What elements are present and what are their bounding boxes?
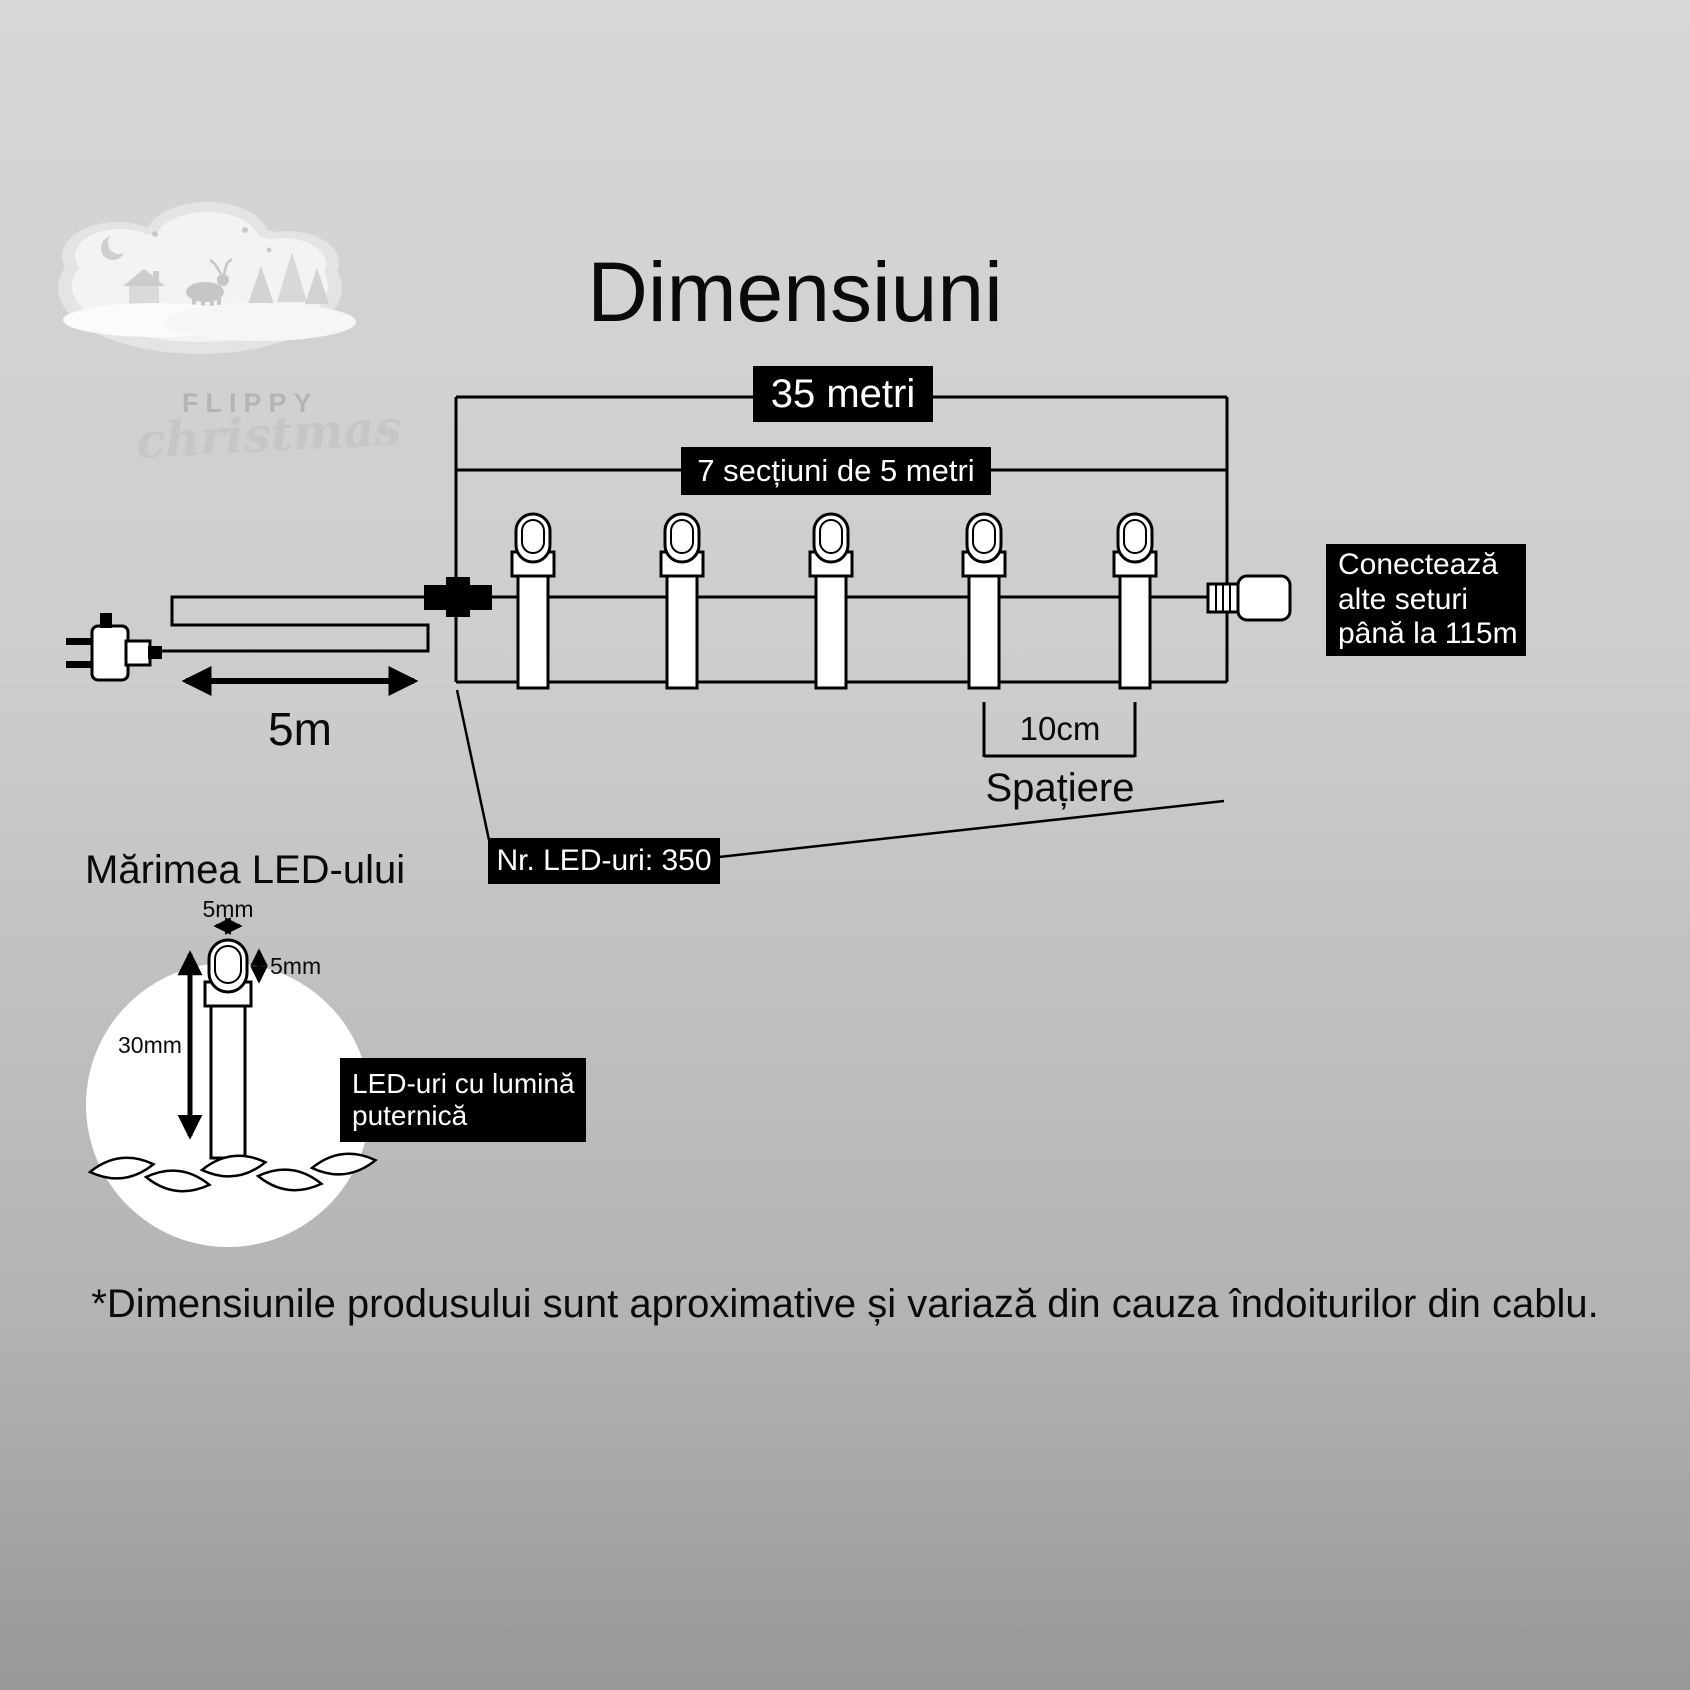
spacing-value-label: 10cm (1019, 710, 1101, 747)
brand-name: FLIPPY (182, 388, 319, 418)
led-note-box: LED-uri cu lumină puternică (340, 1058, 586, 1142)
total-length-label: 35 metri (753, 366, 933, 422)
led-closeup (86, 917, 378, 1247)
led-bulb (808, 512, 854, 690)
led-count-leader-left (455, 689, 491, 841)
led-count-label: Nr. LED-uri: 350 (488, 838, 720, 884)
led-note-line: LED-uri cu lumină (352, 1067, 575, 1099)
bulb-width-label: 5mm (202, 896, 254, 922)
power-cord-wire (160, 595, 1227, 653)
led-size-heading: Mărimea LED-ului (85, 848, 406, 892)
led-bulb (510, 512, 556, 690)
bulb-height-label: 5mm (270, 953, 322, 979)
twisted-wire-icon (87, 1152, 378, 1193)
spacing-label: Spațiere (985, 766, 1135, 810)
inline-connector-icon (424, 577, 492, 617)
sections-label: 7 secțiuni de 5 metri (681, 447, 991, 495)
power-plug-icon (66, 613, 162, 682)
end-connector-icon (1206, 574, 1292, 622)
bulb-length-label: 30mm (118, 1032, 182, 1058)
led-string-bulbs (510, 512, 1158, 690)
led-bulb (1112, 512, 1158, 690)
led-note-line: puternică (352, 1100, 468, 1131)
lead-length-label: 5m (268, 703, 332, 755)
spacing-gauge (982, 702, 1137, 758)
led-count-leader-right (718, 799, 1225, 859)
led-bulb (961, 512, 1007, 690)
brand-logo-icon (58, 202, 356, 354)
page-title: Dimensiuni (587, 245, 1003, 339)
connect-note-line: Conectează (1338, 548, 1499, 582)
led-bulb (659, 512, 705, 690)
connect-note-line: alte seturi (1338, 582, 1469, 616)
connect-note-box: Conectează alte seturi până la 115m (1326, 544, 1526, 656)
connect-note-line: până la 115m (1338, 617, 1518, 651)
disclaimer-text: *Dimensiunile produsului sunt aproximati… (91, 1282, 1599, 1326)
